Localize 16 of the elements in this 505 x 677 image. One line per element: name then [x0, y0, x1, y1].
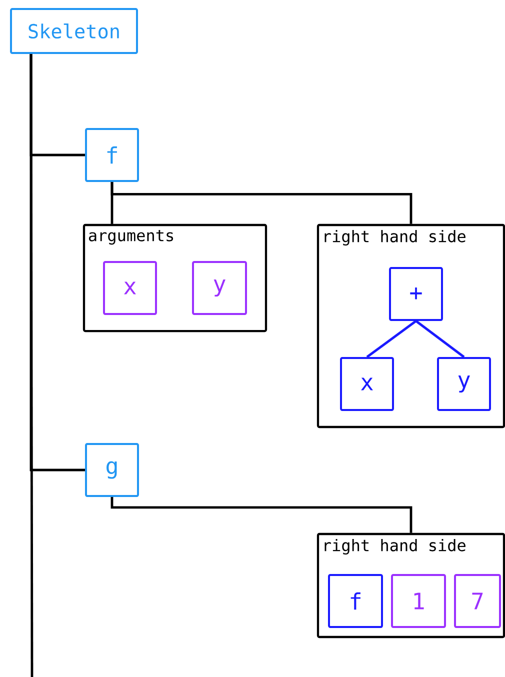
tree-node-box: 1 — [391, 574, 446, 628]
tree-node-box: x — [103, 261, 157, 315]
connector-line — [110, 497, 412, 533]
tree-node-box: f — [328, 574, 383, 628]
connector-line — [366, 320, 417, 358]
tree-node-box: x — [340, 357, 394, 411]
tree-node-box: y — [192, 261, 247, 315]
tree-node-box: g — [85, 443, 139, 497]
root-box: Skeleton — [10, 8, 138, 54]
connector-line — [110, 182, 412, 224]
tree-node-box: 7 — [454, 574, 501, 628]
tree-node-box: + — [389, 267, 443, 321]
tree-node-box: y — [437, 357, 491, 411]
tree-node-box: f — [85, 128, 139, 182]
connector-line — [415, 320, 465, 358]
connector-line — [30, 54, 34, 677]
